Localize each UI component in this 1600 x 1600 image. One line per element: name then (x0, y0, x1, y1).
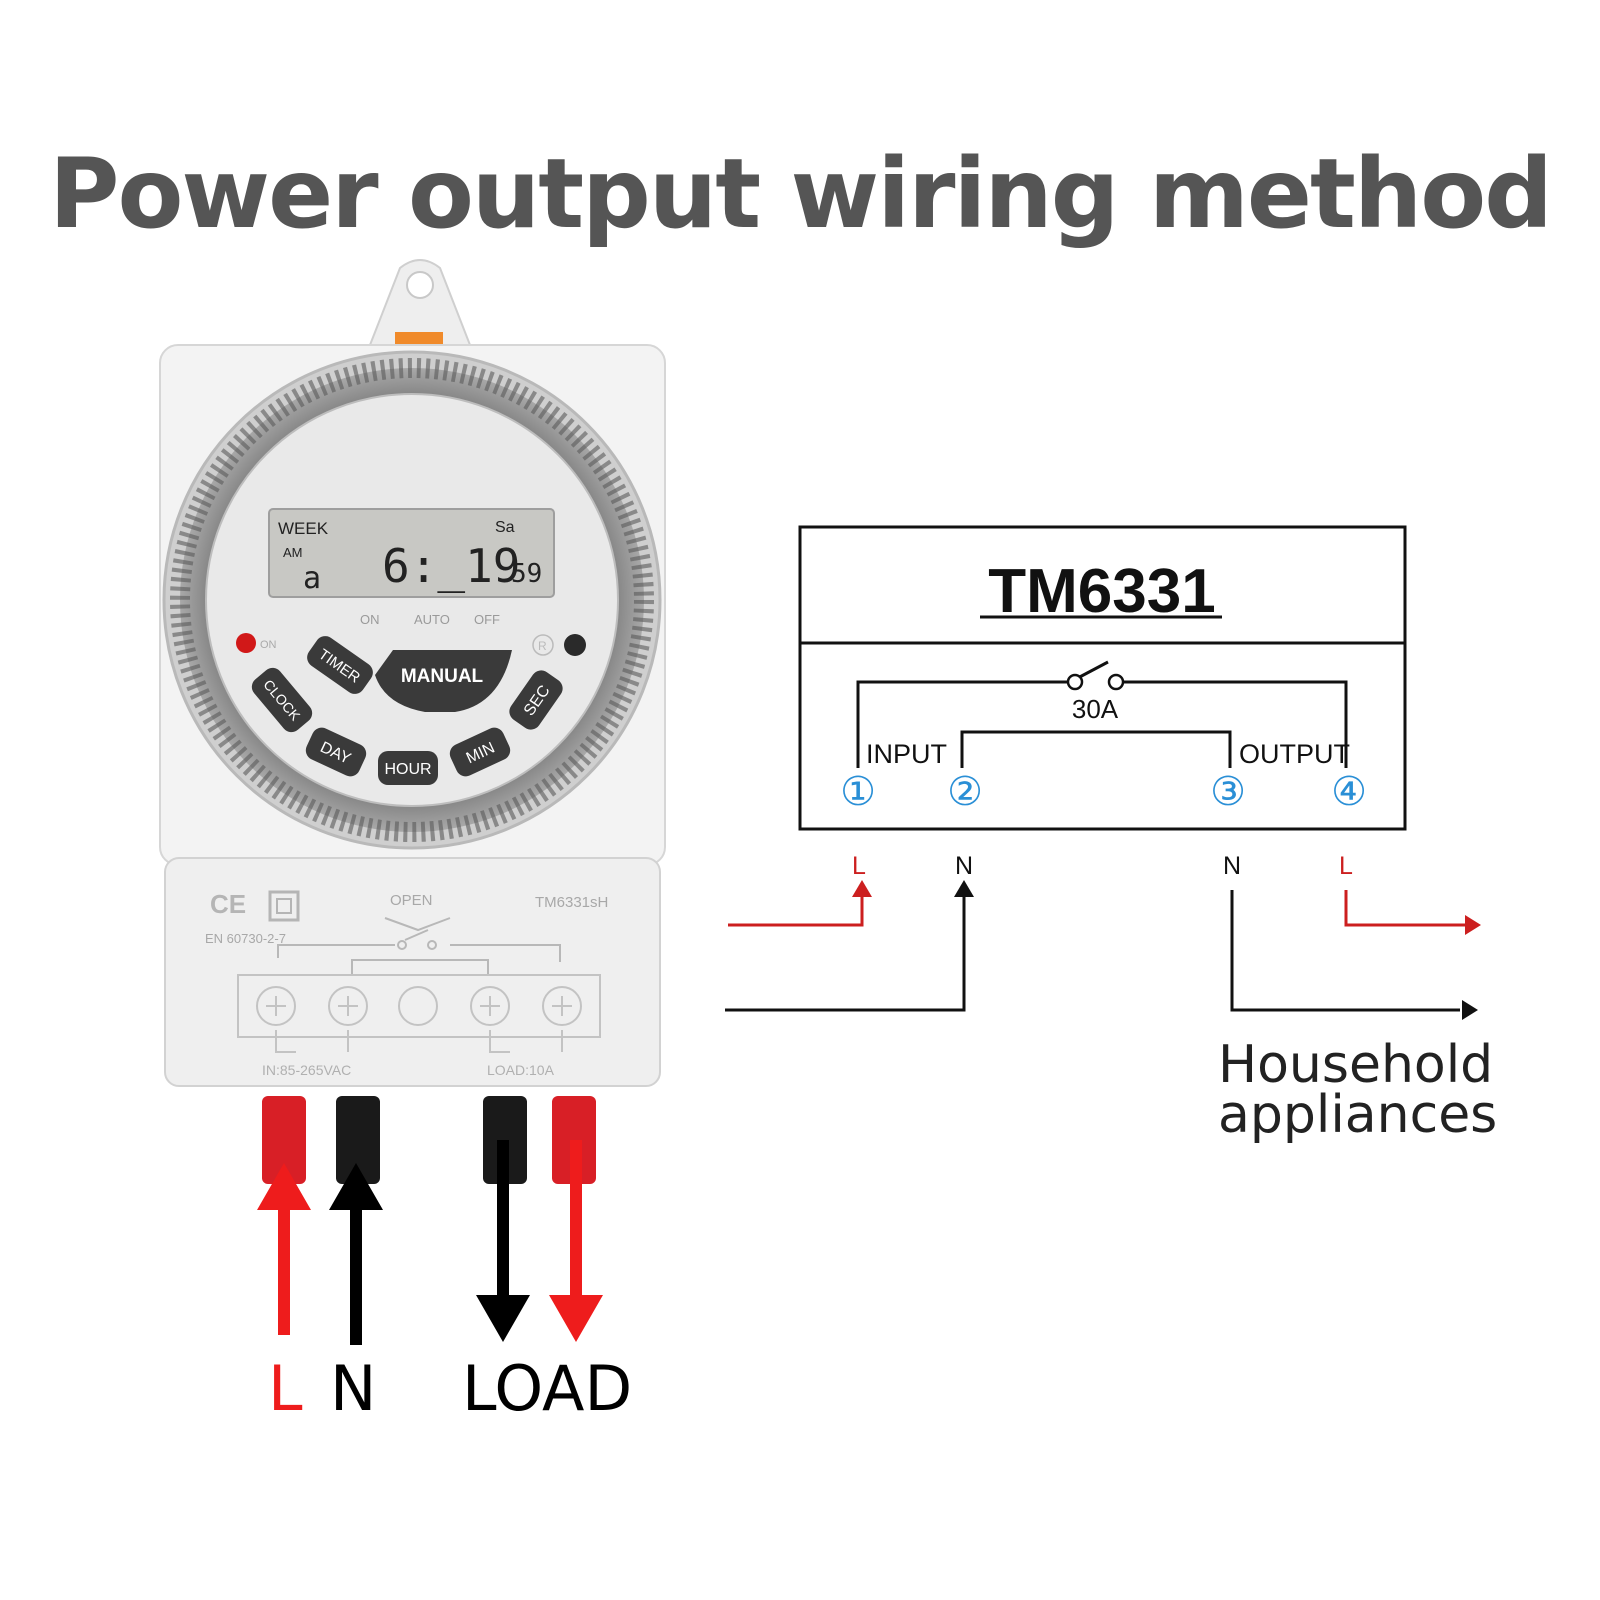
household-line-1: Household (1218, 1035, 1494, 1095)
terminal-screws (256, 986, 582, 1053)
on-led-label: ON (260, 639, 277, 651)
wire-arrows: L N LOAD (257, 1096, 632, 1425)
day-button[interactable]: DAY (303, 724, 370, 779)
input-neutral-wire (336, 1096, 380, 1184)
open-label: OPEN (390, 892, 433, 909)
external-wires (725, 890, 1465, 1012)
cover-schematic (277, 917, 561, 975)
terminal-cover (164, 857, 661, 1087)
terminal-2: ② (947, 769, 983, 815)
household-line-2: appliances (1218, 1085, 1498, 1145)
diagram-model: TM6331 (988, 557, 1215, 626)
terminal-1: ① (840, 769, 876, 815)
arrow-t1 (852, 880, 872, 897)
switch-contact-right (1107, 673, 1125, 691)
lcd-day-number: a (303, 561, 321, 596)
timer-device: WEEK Sa AM a 6:_19 59 ON AUTO OFF ON R M… (159, 259, 666, 1087)
lcd-time: 6:_19 (382, 539, 520, 593)
wire-label-t3: N (1223, 852, 1241, 880)
arrow-t4 (1465, 915, 1481, 935)
double-insulation-outer (268, 890, 300, 922)
ce-mark: CE (210, 889, 246, 919)
standard-label: EN 60730-2-7 (205, 931, 286, 946)
switch-circuit (856, 660, 1348, 768)
bottom-label-n: N (330, 1352, 376, 1425)
mode-auto-label: AUTO (414, 612, 450, 627)
terminal-4: ④ (1331, 769, 1367, 815)
hour-button-label: HOUR (384, 761, 431, 778)
hanging-tab (368, 259, 472, 346)
lcd-day: Sa (495, 519, 515, 536)
wire-label-t4: L (1339, 852, 1353, 880)
hour-button[interactable]: HOUR (378, 751, 438, 785)
hanging-hole (406, 271, 434, 299)
live-out-arrow (549, 1140, 603, 1342)
sec-button[interactable]: SEC (505, 666, 566, 733)
household-appliances-label: Household appliances (1218, 1035, 1498, 1145)
reset-button (564, 634, 586, 656)
min-button[interactable]: MIN (447, 724, 514, 779)
bottom-label-l: L (268, 1352, 303, 1425)
lcd-am: AM (283, 545, 303, 560)
mode-off-label: OFF (474, 612, 500, 627)
live-in-arrow (257, 1163, 311, 1335)
switch-contact-left (1066, 673, 1084, 691)
manual-button[interactable] (375, 650, 512, 712)
mode-on-label: ON (360, 612, 380, 627)
manual-button-label: MANUAL (401, 666, 484, 687)
bottom-label-load: LOAD (462, 1352, 632, 1425)
face-plate (205, 393, 619, 807)
lcd-week: WEEK (278, 519, 329, 538)
reset-label: R (538, 639, 547, 653)
reset-mark (532, 634, 554, 656)
wiring-diagram: TM6331 30A INPUT OUTPUT ① ② ③ ④ L N N L (725, 525, 1481, 1020)
neutral-in-arrow (329, 1163, 383, 1345)
terminal-3: ③ (1210, 769, 1246, 815)
wire-label-t2: N (955, 852, 973, 880)
input-live-wire (262, 1096, 306, 1184)
page-title: Power output wiring method (49, 138, 1553, 250)
lcd-screen (268, 508, 555, 598)
input-rating-label: IN:85-265VAC (262, 1062, 351, 1078)
output-label: OUTPUT (1239, 739, 1350, 769)
model-label: TM6331sH (535, 894, 608, 911)
load-rating-label: LOAD:10A (487, 1062, 555, 1078)
neutral-out-arrow (476, 1140, 530, 1342)
wire-label-t1: L (852, 852, 866, 880)
lcd-seconds: 59 (511, 559, 542, 589)
arrow-t3 (1462, 1000, 1478, 1020)
on-led (236, 633, 256, 653)
double-insulation-inner (276, 898, 292, 914)
terminal-block (237, 974, 601, 1038)
diagram-frame (798, 525, 1407, 831)
input-label: INPUT (866, 739, 947, 769)
switch-rating: 30A (1072, 694, 1119, 724)
arrow-t2 (954, 880, 974, 897)
